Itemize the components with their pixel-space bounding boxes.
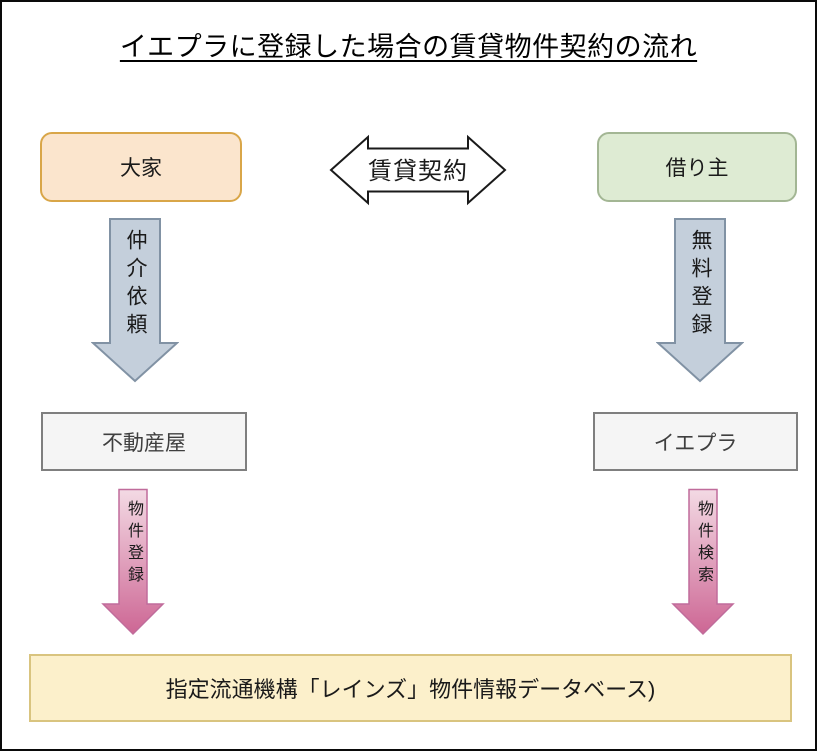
tenant-box-label: 借り主 (665, 157, 729, 180)
realtor-box-label: 不動産屋 (102, 431, 186, 455)
owner-box: 大家 (40, 132, 242, 202)
free-registration-arrow: 無料登録 (656, 217, 744, 383)
down-arrow-icon (671, 488, 735, 636)
property-registration-arrow: 物件登録 (101, 488, 165, 636)
broker-request-arrow: 仲介依頼 (91, 217, 179, 383)
down-arrow-icon (656, 218, 744, 383)
tenant-box: 借り主 (597, 132, 797, 202)
rental-contract-arrow-label: 賃貸契約 (368, 158, 468, 186)
reins-database-box: 指定流通機構「レインズ」物件情報データベース) (29, 654, 792, 722)
iepla-box-label: イエプラ (653, 431, 738, 455)
property-search-arrow-label: 物件検索 (695, 500, 712, 588)
rental-contract-arrow: 賃貸契約 (328, 134, 508, 206)
owner-box-label: 大家 (120, 157, 162, 180)
down-arrow-icon (91, 218, 179, 383)
iepla-box: イエプラ (593, 412, 798, 471)
broker-request-arrow-label: 仲介依頼 (124, 229, 147, 341)
realtor-box: 不動産屋 (41, 412, 247, 471)
down-arrow-icon (101, 488, 165, 636)
property-search-arrow: 物件検索 (671, 488, 735, 636)
free-registration-arrow-label: 無料登録 (689, 229, 712, 341)
reins-database-box-label: 指定流通機構「レインズ」物件情報データベース) (165, 677, 656, 702)
property-registration-arrow-label: 物件登録 (125, 500, 142, 588)
double-arrow-icon (329, 134, 507, 206)
page-title: イエプラに登録した場合の賃貸物件契約の流れ (119, 32, 698, 62)
